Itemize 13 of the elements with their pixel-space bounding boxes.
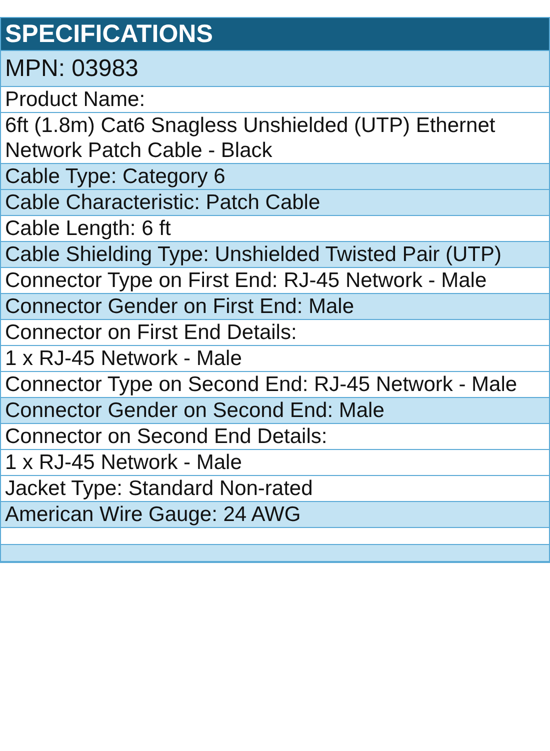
table-cell: American Wire Gauge: 24 AWG: [1, 502, 549, 528]
table-cell: Connector on Second End Details:: [1, 424, 549, 450]
table-heading: SPECIFICATIONS: [1, 18, 549, 51]
table-cell: MPN: 03983: [1, 51, 549, 87]
table-cell: Connector Gender on Second End: Male: [1, 398, 549, 424]
table-cell: Connector Gender on First End: Male: [1, 294, 549, 320]
table-cell: Cable Characteristic: Patch Cable: [1, 190, 549, 216]
table-cell: Connector on First End Details:: [1, 320, 549, 346]
table-cell: Cable Type: Category 6: [1, 164, 549, 190]
table-cell: Product Name:: [1, 87, 549, 113]
table-cell: 1 x RJ-45 Network - Male: [1, 450, 549, 476]
table-cell: 1 x RJ-45 Network - Male: [1, 346, 549, 372]
table-cell: Cable Shielding Type: Unshielded Twisted Pair (UTP): [1, 242, 549, 268]
